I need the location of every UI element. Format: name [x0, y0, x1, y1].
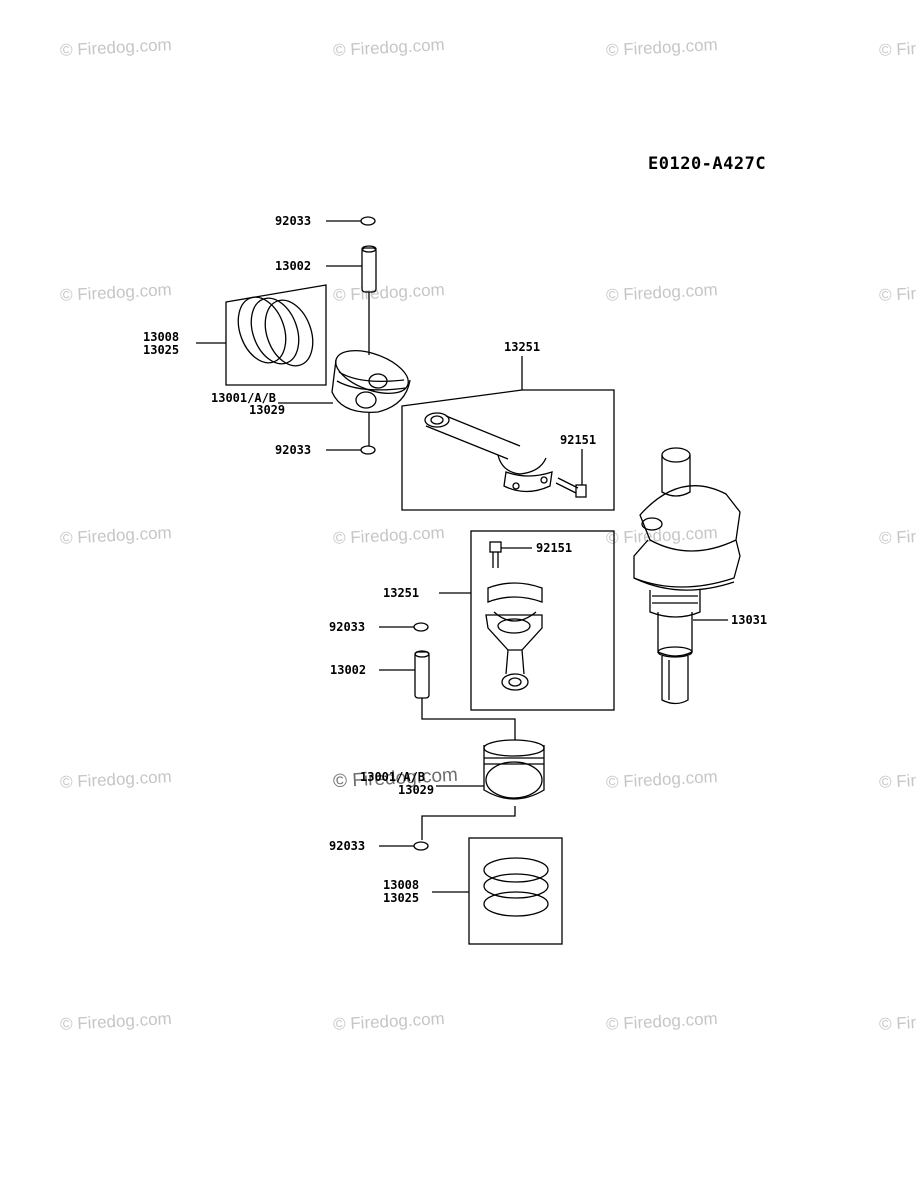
crankshaft[interactable]	[633, 447, 741, 705]
part-label: 92033	[275, 443, 311, 457]
ring-clip-bottom-a[interactable]	[326, 412, 376, 455]
part-label: 92151	[560, 433, 596, 447]
part-label: 13008	[383, 878, 419, 892]
part-label: 13008	[143, 330, 179, 344]
piston-a[interactable]	[278, 342, 414, 413]
part-label: 13002	[275, 259, 311, 273]
part-label: 13002	[330, 663, 366, 677]
part-label: 13001/A/B	[360, 770, 425, 784]
part-label: 13025	[383, 891, 419, 905]
piston-b[interactable]	[421, 739, 545, 840]
bolt-a[interactable]	[555, 449, 587, 498]
bolt-b[interactable]	[489, 541, 532, 568]
ring-clip-bottom-b[interactable]	[379, 841, 429, 851]
part-label: 92033	[275, 214, 311, 228]
piston-pin-b[interactable]	[379, 650, 516, 740]
con-rod-a[interactable]	[401, 356, 615, 511]
part-label: 13001/A/B	[211, 391, 276, 405]
ring-set-a[interactable]	[196, 284, 327, 386]
diagram-code: E0120-A427C	[648, 154, 767, 174]
ring-clip-top-b[interactable]	[379, 622, 429, 632]
ring-set-b[interactable]	[432, 837, 563, 945]
part-label: 92151	[536, 541, 572, 555]
part-label: 13031	[731, 613, 767, 627]
ring-clip-top-a[interactable]	[326, 216, 376, 226]
part-label: 13251	[504, 340, 540, 354]
part-label: 13025	[143, 343, 179, 357]
part-label: 13029	[249, 403, 285, 417]
piston-pin-a[interactable]	[326, 245, 377, 355]
part-label: 92033	[329, 839, 365, 853]
part-label: 13029	[398, 783, 434, 797]
con-rod-b[interactable]	[439, 530, 615, 711]
part-label: 92033	[329, 620, 365, 634]
part-label: 13251	[383, 586, 419, 600]
